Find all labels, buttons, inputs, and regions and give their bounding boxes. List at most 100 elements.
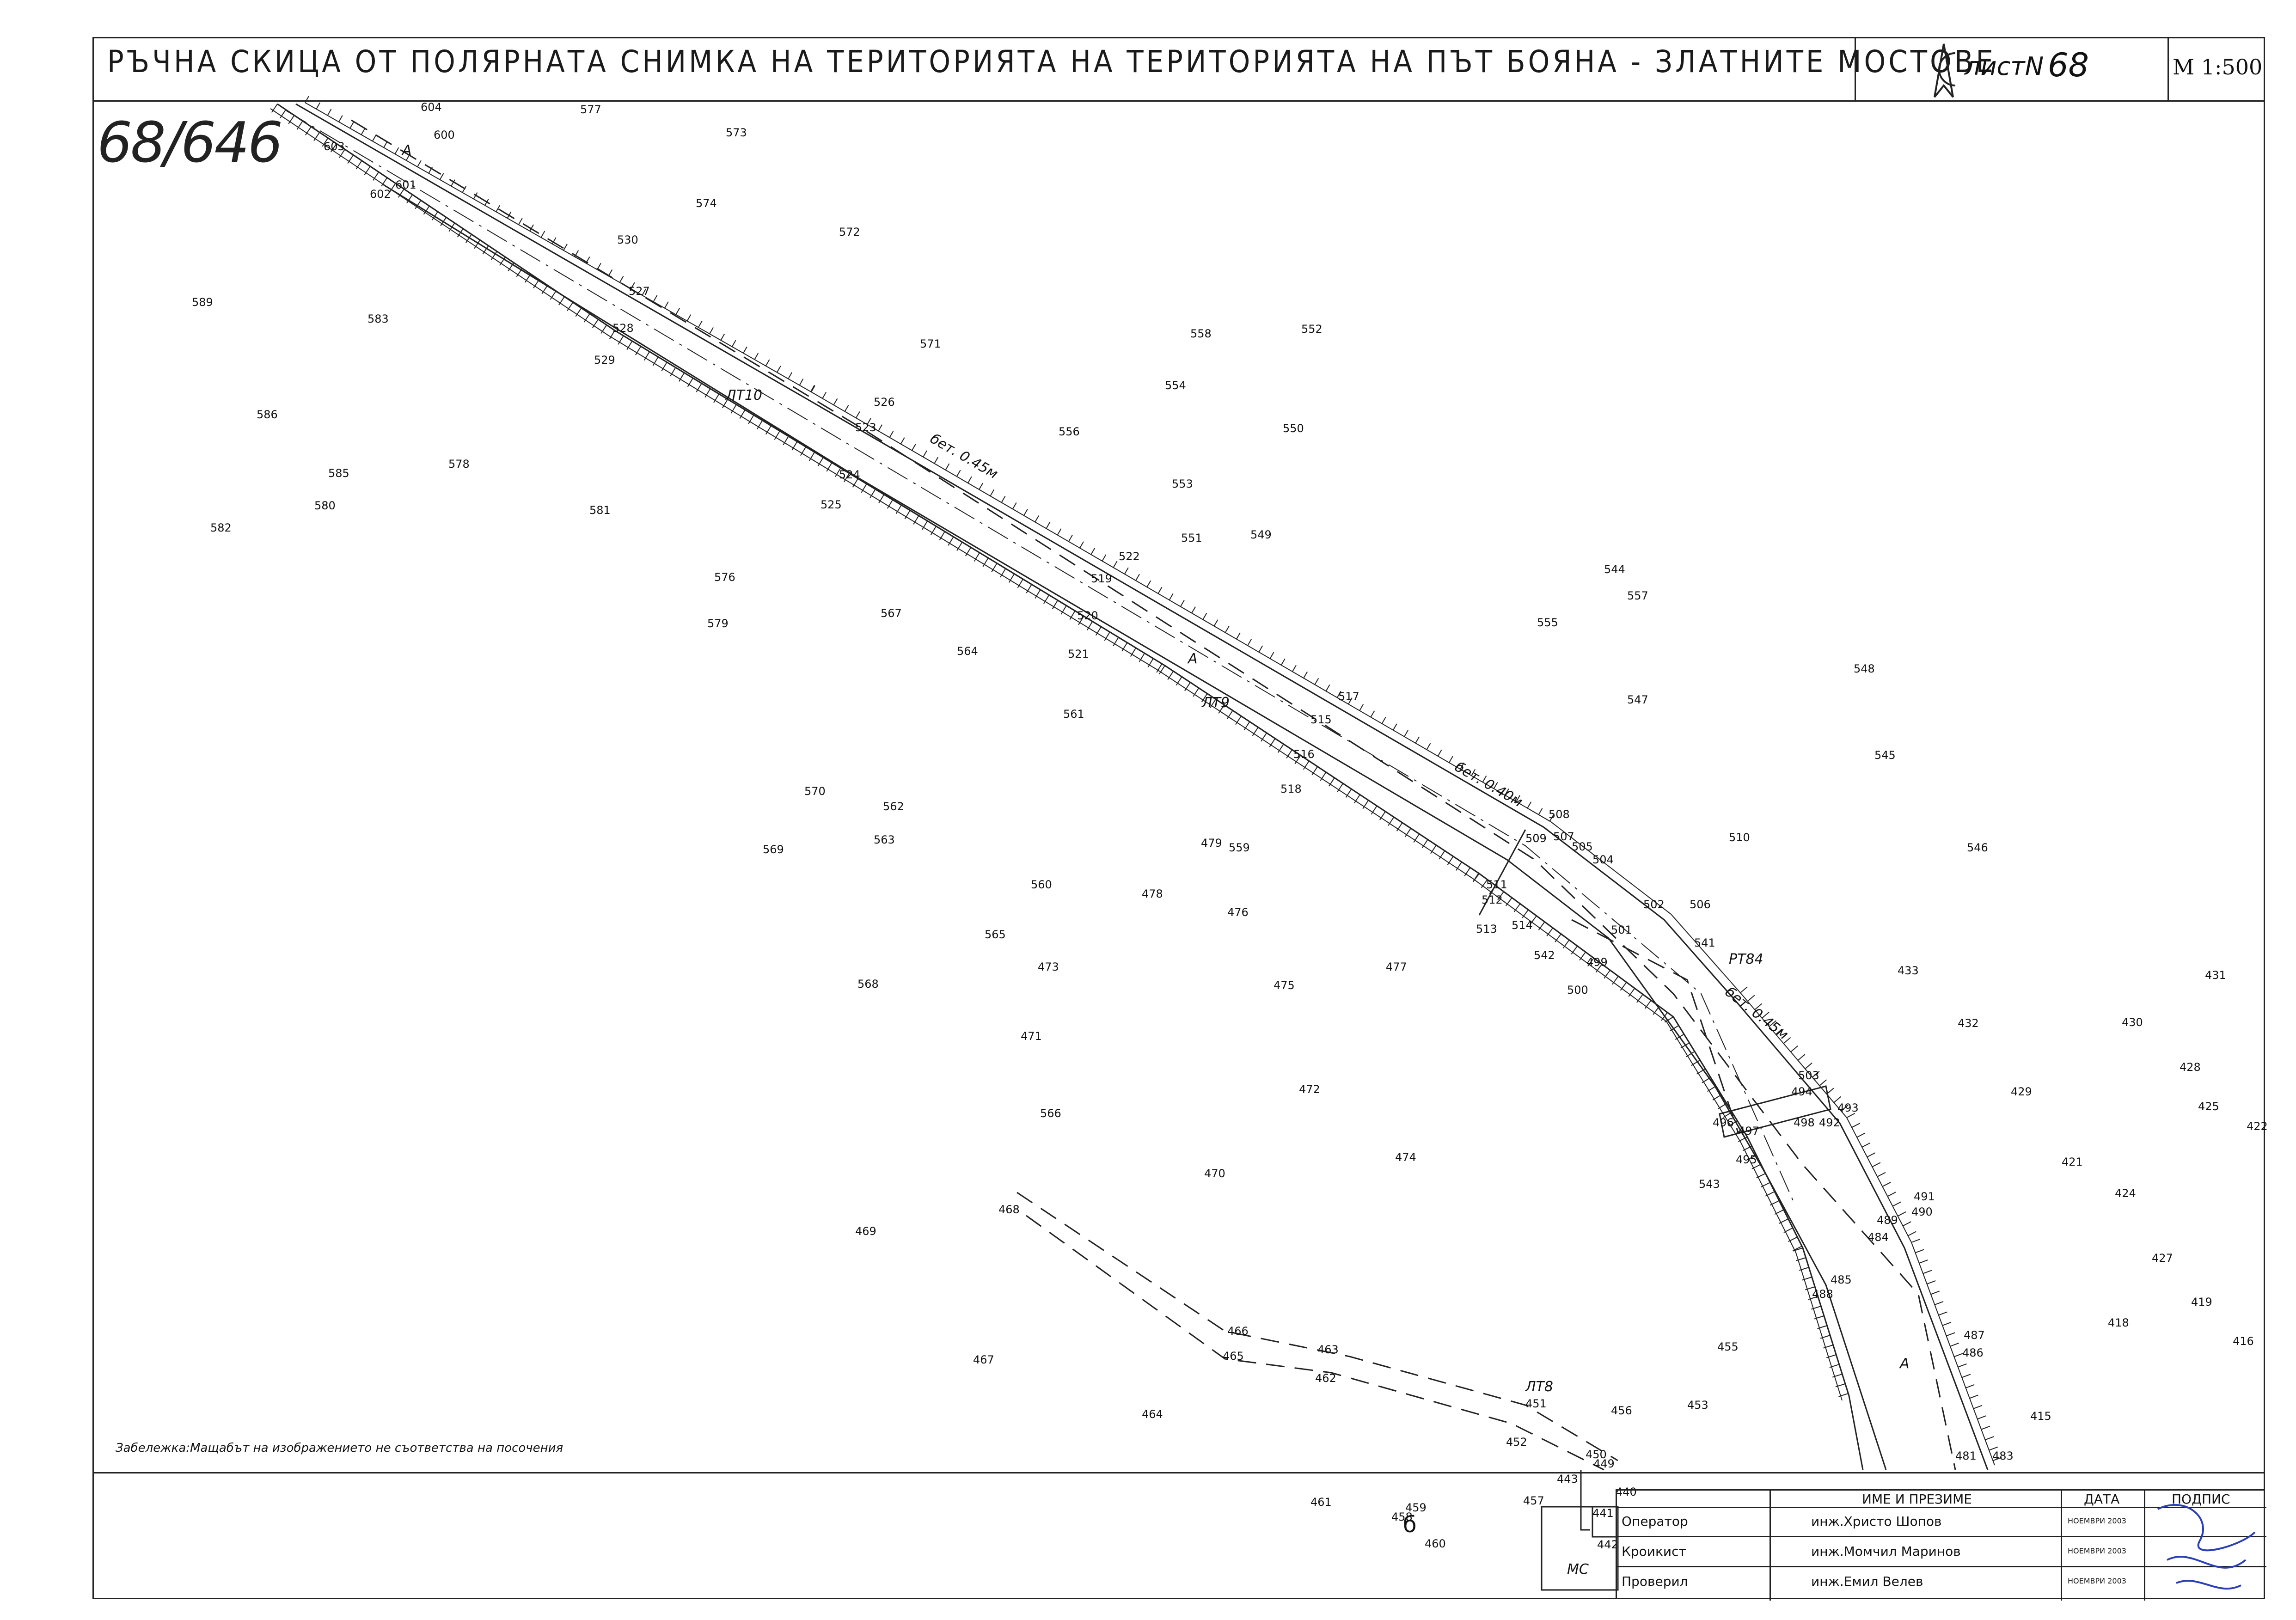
survey-point-label: 459 [1405, 1501, 1427, 1514]
hatch-tick [1832, 1374, 1843, 1378]
hatch-tick [1788, 1236, 1798, 1242]
signoff-table: ИМЕ И ПРЕЗИМЕ ДАТА ПОДПИС Оператор инж.Х… [1616, 1489, 2266, 1601]
scale-text: M 1:500 [2173, 55, 2263, 79]
hatch-tick [1644, 1000, 1652, 1009]
survey-point-label: 492 [1819, 1116, 1840, 1129]
hatch-tick [822, 391, 827, 399]
hatch-tick [339, 149, 345, 158]
survey-point-label: 549 [1250, 528, 1272, 541]
survey-point-label: 455 [1717, 1340, 1739, 1353]
hatch-tick [720, 333, 725, 341]
survey-point-label: 477 [1386, 960, 1407, 973]
hatch-tick [1159, 665, 1165, 674]
hatch-tick [791, 441, 798, 451]
hatch-tick [939, 531, 945, 541]
hatch-tick [1696, 1068, 1706, 1075]
hatch-tick [923, 450, 927, 458]
hatch-tick [465, 234, 472, 243]
hatch-tick [1213, 619, 1218, 627]
hatch-tick [1280, 658, 1286, 666]
hatch-tick [652, 356, 659, 366]
hatch-tick [1783, 1227, 1793, 1233]
hatch-tick [1892, 1201, 1901, 1207]
hatch-tick [843, 473, 850, 483]
hatch-tick [1489, 885, 1496, 894]
hatch-tick [1516, 795, 1520, 802]
hatch-tick [1353, 794, 1360, 804]
road-edge-upper [295, 103, 1989, 1470]
axis-letter-1: А [401, 142, 412, 159]
survey-point-label: 470 [1204, 1167, 1225, 1180]
survey-point-label: 488 [1812, 1288, 1833, 1301]
footer-divider [92, 1472, 2265, 1473]
survey-point-label: 568 [857, 978, 879, 990]
survey-point-label: 491 [1914, 1190, 1935, 1203]
hatch-tick [1046, 522, 1051, 529]
hatch-tick [1193, 688, 1200, 697]
survey-point-label: 527 [629, 285, 650, 298]
edge-label-3: бет. 0.45м [1722, 984, 1791, 1043]
hatch-tick [474, 239, 481, 249]
hatch-tick [1202, 613, 1207, 620]
hatch-tick [867, 418, 871, 425]
survey-point-label: 424 [2115, 1187, 2136, 1200]
hatch-tick [698, 320, 703, 328]
survey-point-label: 542 [1534, 949, 1555, 962]
hatch-tick [296, 121, 303, 130]
survey-point-label: 461 [1310, 1496, 1332, 1509]
hatch-tick [1829, 1364, 1840, 1368]
hatch-tick [1087, 621, 1093, 630]
hatch-tick [440, 217, 447, 226]
row-role: Оператор [1622, 1514, 1688, 1529]
hatch-tick [1796, 1257, 1806, 1261]
row-name: инж.Емил Велев [1811, 1574, 1923, 1589]
hatch-tick [322, 138, 329, 147]
hatch-tick [1337, 783, 1344, 792]
hatch-tick [1057, 528, 1062, 536]
survey-point-label: 472 [1299, 1083, 1320, 1096]
hatch-tick [1707, 1086, 1716, 1092]
survey-point-label: 570 [804, 785, 826, 798]
hatch-tick [423, 206, 430, 215]
hatch-tick [364, 166, 371, 175]
hatch-tick [965, 547, 972, 556]
hatch-tick [833, 398, 838, 405]
hatch-tick [777, 366, 781, 373]
survey-point-label: 468 [998, 1203, 1020, 1216]
hatch-tick [1471, 769, 1476, 776]
survey-point-label: 558 [1190, 327, 1212, 340]
hatch-tick [1790, 1045, 1798, 1052]
hatch-tick [626, 341, 633, 350]
survey-point-label: 524 [839, 468, 860, 481]
hatch-tick [1802, 1277, 1812, 1281]
hatch-tick [1017, 579, 1023, 588]
survey-point-label: 473 [1038, 960, 1059, 973]
survey-point-label: 431 [2205, 969, 2226, 982]
hatch-tick [1961, 1374, 1971, 1378]
hatch-tick [1124, 567, 1129, 575]
hatch-tick [1664, 1016, 1674, 1023]
hatch-tick [1903, 1221, 1911, 1227]
survey-point-label: 450 [1586, 1448, 1607, 1461]
hatch-tick [1930, 1290, 1940, 1295]
hatch-tick [1113, 637, 1119, 647]
survey-point-label: 508 [1549, 808, 1570, 821]
signature-scribble [2157, 1504, 2256, 1590]
hatch-tick [635, 346, 642, 355]
hatch-tick [361, 128, 366, 135]
survey-point-label: 573 [726, 126, 747, 139]
hatch-tick [1147, 658, 1154, 667]
hatch-tick [1835, 1383, 1846, 1388]
survey-point-label: 494 [1791, 1085, 1812, 1098]
hatch-tick [1104, 631, 1110, 641]
hatch-tick [990, 489, 995, 496]
hatch-tick [1989, 1446, 1998, 1451]
hatch-tick [1812, 1070, 1820, 1078]
survey-point-label: 529 [594, 354, 615, 367]
survey-point-label: 496 [1713, 1116, 1734, 1129]
hatch-tick [1898, 1211, 1906, 1217]
survey-point-label: 510 [1729, 831, 1750, 844]
hatch-tick [1811, 1306, 1821, 1310]
hatch-tick [1826, 1088, 1834, 1094]
hatch-tick [1562, 940, 1570, 949]
